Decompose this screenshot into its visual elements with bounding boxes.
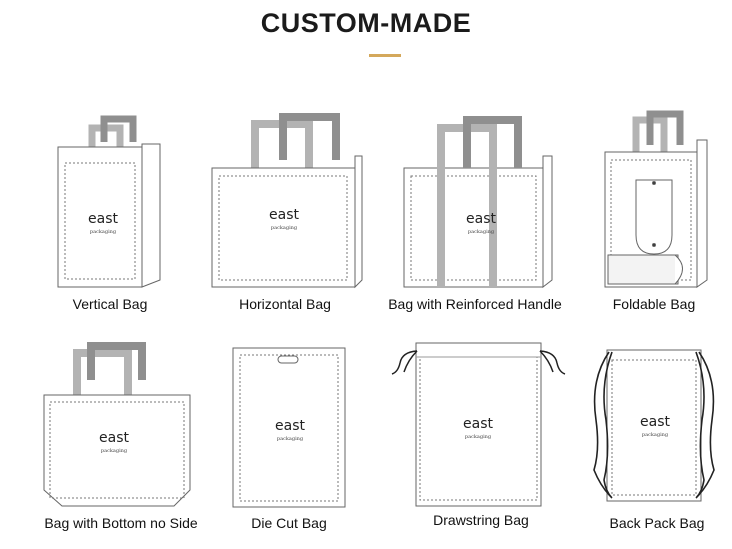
label-vertical-bag: Vertical Bag <box>72 296 148 312</box>
label-backpack-bag: Back Pack Bag <box>609 515 705 531</box>
label-horizontal-bag: Horizontal Bag <box>239 296 331 312</box>
brand-sub: packaging <box>90 229 117 235</box>
die-cut-bag: east packaging <box>232 347 346 508</box>
foldable-bag <box>604 110 708 288</box>
title-underline <box>369 54 401 57</box>
svg-text:packaging: packaging <box>101 448 128 454</box>
label-reinforced-handle-bag: Bag with Reinforced Handle <box>388 296 562 312</box>
page-title: CUSTOM-MADE <box>260 8 472 38</box>
svg-text:packaging: packaging <box>642 432 669 438</box>
bottom-no-side-bag: east packaging <box>43 342 191 507</box>
svg-text:packaging: packaging <box>277 436 304 442</box>
svg-text:east: east <box>640 414 670 430</box>
label-foldable-bag: Foldable Bag <box>612 296 696 312</box>
svg-text:east: east <box>275 418 305 434</box>
svg-text:east: east <box>463 416 493 432</box>
label-die-cut-bag: Die Cut Bag <box>251 515 327 531</box>
backpack-bag: east packaging <box>593 349 715 502</box>
svg-text:packaging: packaging <box>465 434 492 440</box>
label-drawstring-bag: Drawstring Bag <box>433 512 529 528</box>
vertical-bag: east packaging <box>57 115 161 288</box>
svg-text:east: east <box>466 211 496 227</box>
label-bottom-no-side-bag: Bag with Bottom no Side <box>44 515 198 531</box>
svg-text:east: east <box>99 430 129 446</box>
svg-text:packaging: packaging <box>271 225 298 231</box>
svg-text:east: east <box>269 207 299 223</box>
brand-logo: east <box>88 211 118 227</box>
drawstring-bag: east packaging <box>391 342 566 507</box>
reinforced-handle-bag: east packaging <box>403 116 553 289</box>
horizontal-bag: east packaging <box>211 113 363 289</box>
svg-text:packaging: packaging <box>468 229 495 235</box>
